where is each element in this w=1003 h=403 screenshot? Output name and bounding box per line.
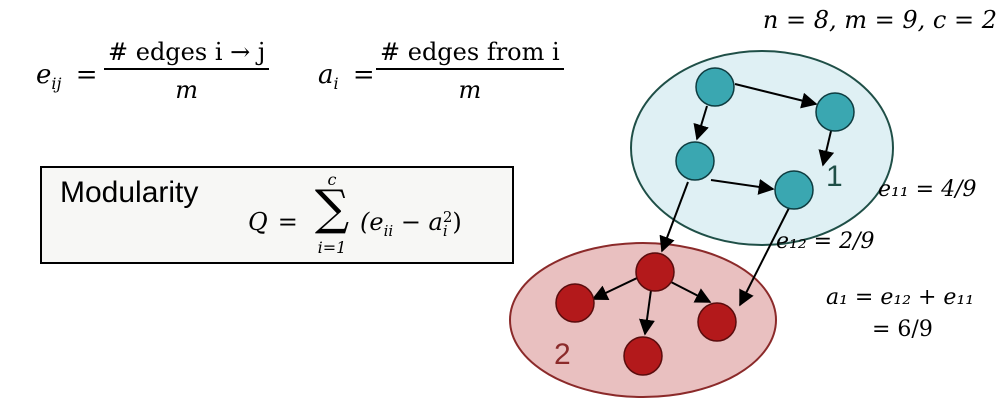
edge	[739, 205, 791, 307]
sum-upper-limit: c	[327, 170, 337, 189]
sum-symbol: c ∑ i=1	[304, 168, 360, 264]
community-2-nodes	[555, 252, 737, 376]
community-1-nodes	[675, 67, 855, 210]
edge	[670, 281, 712, 303]
eij-lhs: eij =	[36, 60, 98, 94]
eij-denominator: m	[175, 76, 199, 104]
node[interactable]	[815, 92, 855, 132]
community-1-label: 1	[826, 160, 843, 193]
modularity-q: Q=	[248, 208, 298, 236]
ai-formula: ai = # edges from i m	[318, 36, 564, 116]
a1-annotation-line1: a₁ = e₁₂ + e₁₁	[826, 285, 974, 310]
edge	[659, 181, 689, 253]
node[interactable]	[695, 67, 735, 107]
ai-lhs: ai =	[318, 60, 375, 94]
edges	[591, 83, 835, 336]
ai-fraction: # edges from i m	[376, 38, 564, 104]
community-1-ellipse	[630, 50, 894, 246]
edge	[818, 130, 835, 167]
a1-annotation-line2: = 6/9	[872, 317, 933, 342]
sigma-icon: ∑	[314, 180, 350, 236]
e12-annotation: e₁₂ = 2/9	[776, 229, 874, 254]
edge	[710, 179, 775, 195]
ai-denominator: m	[458, 76, 482, 104]
ai-numerator: # edges from i	[376, 38, 564, 70]
edge	[639, 289, 655, 336]
node[interactable]	[697, 302, 737, 342]
node[interactable]	[675, 141, 715, 181]
graph-params: n = 8, m = 9, c = 2	[762, 6, 997, 34]
eij-fraction: # edges i → j m	[104, 38, 270, 104]
community-2-label: 2	[554, 338, 571, 371]
edge	[693, 105, 709, 141]
modularity-label: Modularity	[60, 176, 199, 209]
e11-annotation: e₁₁ = 4/9	[878, 177, 976, 202]
node[interactable]	[635, 252, 675, 292]
edge	[591, 277, 638, 301]
eij-formula: eij = # edges i → j m	[36, 36, 276, 116]
eij-numerator: # edges i → j	[104, 38, 270, 70]
node[interactable]	[623, 336, 663, 376]
edge	[734, 83, 818, 109]
node[interactable]	[774, 170, 814, 210]
node[interactable]	[555, 283, 595, 323]
sum-lower-limit: i=1	[317, 238, 347, 257]
